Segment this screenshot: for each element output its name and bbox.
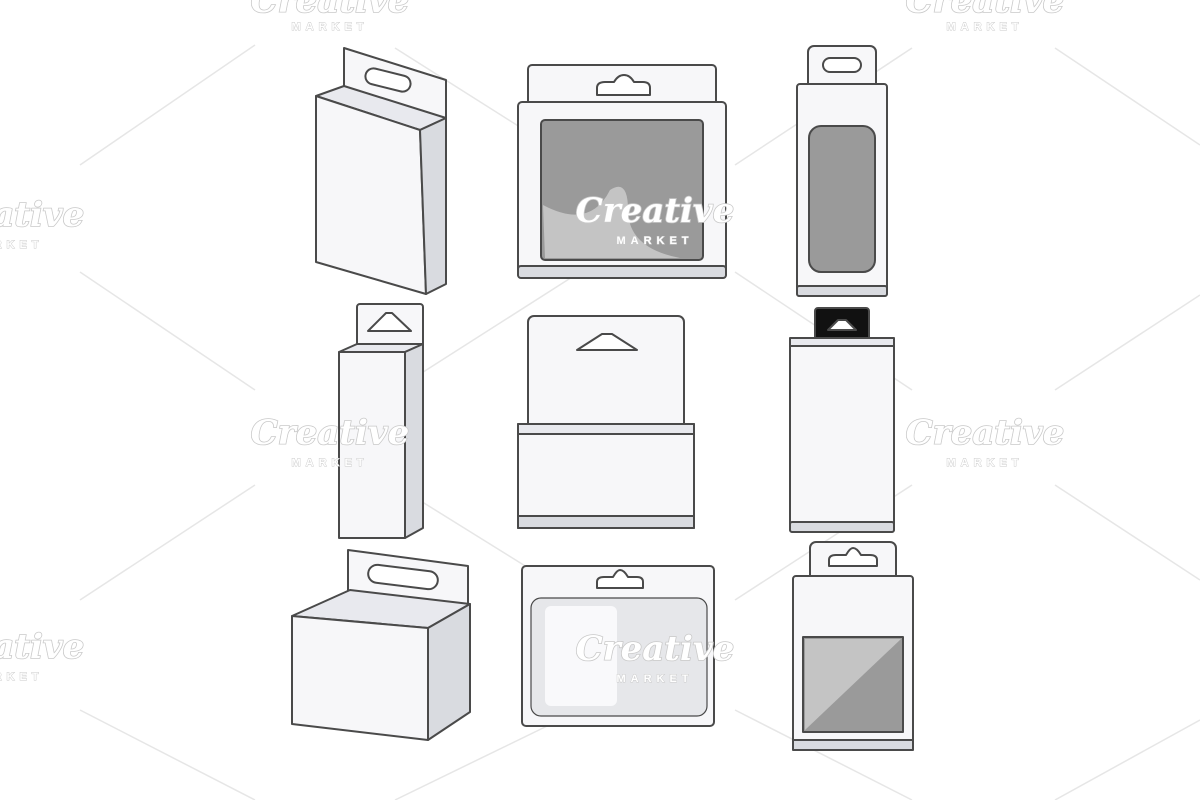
watermark-top-left: Creative MARKET	[250, 0, 410, 33]
header-card-box	[517, 315, 695, 529]
svg-text:MARKET: MARKET	[616, 235, 693, 247]
cube-box-with-hang-tab	[291, 549, 471, 741]
watermark-left: Creative MARKET	[250, 412, 410, 469]
svg-text:Creative: Creative	[906, 0, 1065, 21]
tall-box-with-hang-tab	[315, 47, 447, 295]
svg-text:MARKET: MARKET	[616, 673, 693, 685]
watermark-lower-center: Creative MARKET	[575, 628, 735, 685]
flat-box-with-gray-window	[517, 64, 727, 279]
svg-text:MARKET: MARKET	[946, 457, 1023, 469]
watermark-edge-left-upper: Creative MARKET	[0, 194, 85, 251]
svg-text:MARKET: MARKET	[0, 671, 44, 683]
slim-tall-box	[338, 303, 424, 539]
svg-text:MARKET: MARKET	[291, 457, 368, 469]
svg-text:Creative: Creative	[576, 629, 735, 669]
svg-text:Creative: Creative	[576, 191, 735, 231]
svg-text:Creative: Creative	[251, 413, 410, 453]
watermark-center: Creative MARKET	[575, 190, 735, 247]
watermark-top-right: Creative MARKET	[905, 0, 1065, 33]
svg-text:Creative: Creative	[0, 195, 84, 235]
svg-text:MARKET: MARKET	[291, 21, 368, 33]
blister-card-pack	[521, 565, 715, 727]
svg-text:MARKET: MARKET	[946, 21, 1023, 33]
svg-text:Creative: Creative	[906, 413, 1065, 453]
svg-text:Creative: Creative	[0, 627, 84, 667]
svg-text:MARKET: MARKET	[0, 239, 44, 251]
svg-text:Creative: Creative	[251, 0, 410, 21]
narrow-box-with-rounded-window	[796, 45, 888, 297]
tall-box-with-black-tab	[789, 307, 895, 533]
box-with-square-window	[792, 541, 914, 751]
watermark-edge-left-lower: Creative MARKET	[0, 626, 85, 683]
watermark-right: Creative MARKET	[905, 412, 1065, 469]
